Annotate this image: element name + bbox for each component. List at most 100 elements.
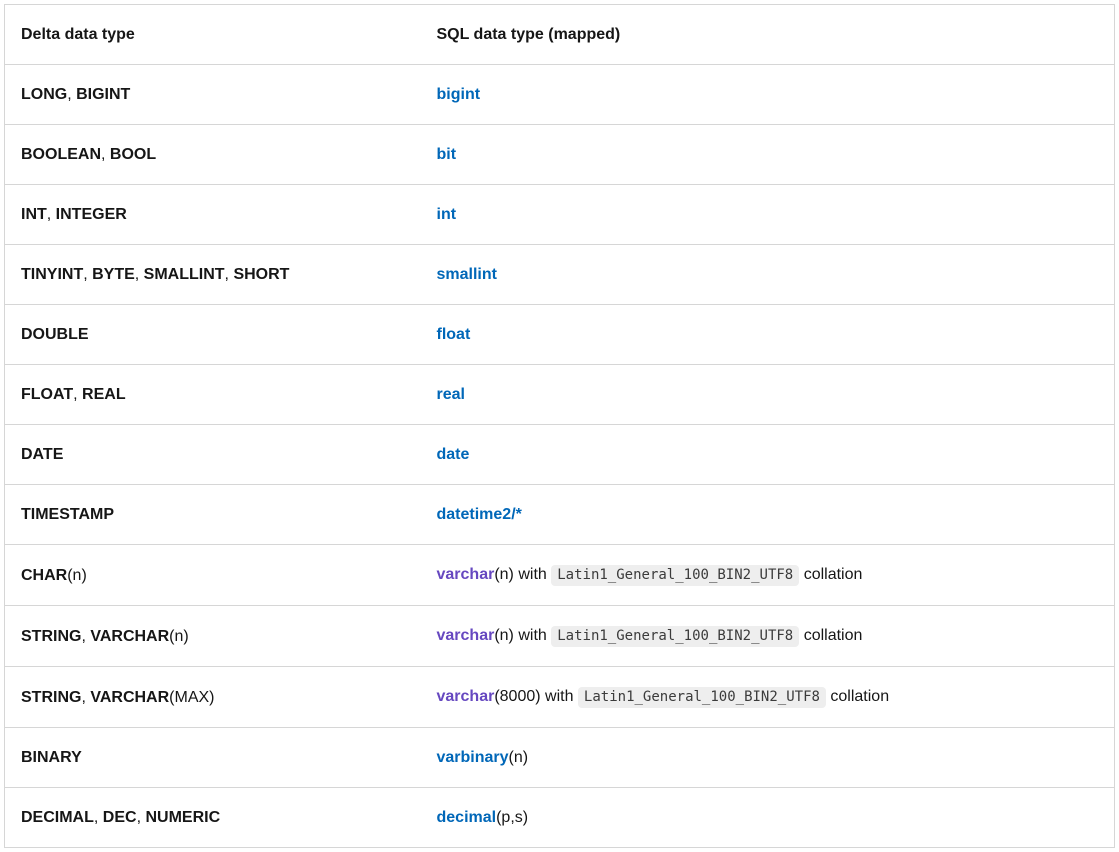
sql-type-link-visited[interactable]: varchar [436, 688, 495, 705]
table-row: LONG, BIGINT bigint [4, 64, 1115, 125]
cell-text: collation [825, 688, 890, 705]
sql-type-link-visited[interactable]: varchar [436, 627, 495, 644]
table-header: Delta data type SQL data type (mapped) [4, 4, 1115, 65]
cell-text: collation [799, 627, 863, 644]
delta-type-name: BINARY [21, 749, 82, 766]
cell-text: (n) [508, 749, 529, 766]
delta-type-name: CHAR [21, 566, 68, 584]
sql-data-type-cell: real [420, 364, 1115, 425]
table-row: CHAR(n)varchar(n) with Latin1_General_10… [4, 544, 1115, 606]
sql-data-type-cell: date [420, 424, 1115, 485]
delta-data-type-cell: STRING, VARCHAR(MAX) [4, 666, 421, 728]
header-row: Delta data type SQL data type (mapped) [4, 4, 1115, 65]
delta-data-type-cell: BOOLEAN, BOOL [4, 124, 421, 185]
cell-text: (n) with [494, 566, 552, 583]
sql-type-link[interactable]: datetime2/* [436, 506, 522, 523]
cell-text: , [81, 627, 91, 645]
sql-type-link[interactable]: bit [436, 146, 457, 163]
collation-code: Latin1_General_100_BIN2_UTF8 [551, 565, 800, 586]
collation-code: Latin1_General_100_BIN2_UTF8 [551, 626, 800, 647]
sql-data-type-cell: smallint [420, 244, 1115, 305]
delta-type-name: SHORT [233, 266, 290, 283]
delta-type-name: BOOL [109, 146, 157, 163]
delta-data-type-cell: TIMESTAMP [4, 484, 421, 545]
cell-text: (n) [169, 627, 189, 645]
cell-text: , [93, 809, 103, 826]
sql-data-type-cell: varchar(n) with Latin1_General_100_BIN2_… [420, 605, 1115, 667]
delta-type-name: INT [21, 206, 47, 223]
delta-data-type-cell: TINYINT, BYTE, SMALLINT, SHORT [4, 244, 421, 305]
column-header-delta-data-type: Delta data type [4, 4, 421, 65]
sql-data-type-cell: bigint [420, 64, 1115, 125]
sql-type-link[interactable]: smallint [436, 266, 497, 283]
delta-type-name: VARCHAR [90, 627, 170, 645]
cell-text: (n) [67, 566, 87, 584]
cell-text: (n) with [494, 627, 552, 644]
sql-data-type-cell: float [420, 304, 1115, 365]
cell-text: collation [799, 566, 863, 583]
delta-data-type-cell: LONG, BIGINT [4, 64, 421, 125]
cell-text: , [81, 688, 91, 706]
table-row: FLOAT, REAL real [4, 364, 1115, 425]
cell-text: , [224, 266, 234, 283]
sql-data-type-cell: varchar(8000) with Latin1_General_100_BI… [420, 666, 1115, 728]
delta-data-type-cell: DOUBLE [4, 304, 421, 365]
sql-data-type-cell: decimal(p,s) [420, 787, 1115, 848]
sql-type-link[interactable]: bigint [436, 86, 481, 103]
cell-text: , [73, 386, 83, 403]
delta-type-name: LONG [21, 86, 68, 103]
table-row: STRING, VARCHAR(MAX)varchar(8000) with L… [4, 666, 1115, 728]
sql-data-type-cell: bit [420, 124, 1115, 185]
sql-type-link-visited[interactable]: varchar [436, 566, 495, 583]
delta-type-name: STRING [21, 688, 82, 706]
cell-text: (8000) with [494, 688, 578, 705]
delta-data-type-cell: CHAR(n) [4, 544, 421, 606]
table-row: DOUBLE float [4, 304, 1115, 365]
cell-text: , [101, 146, 110, 163]
delta-type-name: DEC [102, 809, 137, 826]
table-row: TINYINT, BYTE, SMALLINT, SHORT smallint [4, 244, 1115, 305]
delta-type-name: STRING [21, 627, 82, 645]
delta-type-name: DECIMAL [21, 809, 94, 826]
delta-type-name: DATE [21, 446, 64, 463]
table-row: DATE date [4, 424, 1115, 485]
delta-type-name: BOOLEAN [21, 146, 101, 163]
sql-data-type-cell: varchar(n) with Latin1_General_100_BIN2_… [420, 544, 1115, 606]
sql-type-link[interactable]: real [436, 386, 465, 403]
delta-type-name: VARCHAR [90, 688, 170, 706]
delta-type-name: BIGINT [76, 86, 131, 103]
delta-type-name: TIMESTAMP [21, 506, 115, 523]
sql-type-link[interactable]: float [436, 326, 471, 343]
delta-type-name: SMALLINT [143, 266, 225, 283]
sql-data-type-cell: int [420, 184, 1115, 245]
table-row: STRING, VARCHAR(n)varchar(n) with Latin1… [4, 605, 1115, 667]
delta-type-name: NUMERIC [145, 809, 221, 826]
table-row: BINARY varbinary(n) [4, 727, 1115, 788]
sql-type-link[interactable]: date [436, 446, 470, 463]
delta-type-name: BYTE [92, 266, 135, 283]
delta-data-type-cell: FLOAT, REAL [4, 364, 421, 425]
sql-data-type-cell: varbinary(n) [420, 727, 1115, 788]
delta-data-type-cell: DECIMAL, DEC, NUMERIC [4, 787, 421, 848]
cell-text: , [67, 86, 77, 103]
delta-data-type-cell: INT, INTEGER [4, 184, 421, 245]
delta-type-name: FLOAT [21, 386, 74, 403]
sql-type-link[interactable]: int [436, 206, 457, 223]
cell-text: , [46, 206, 56, 223]
sql-type-link[interactable]: varbinary [436, 749, 509, 766]
collation-code: Latin1_General_100_BIN2_UTF8 [577, 687, 826, 708]
delta-type-name: TINYINT [21, 266, 84, 283]
sql-type-link[interactable]: decimal [436, 809, 497, 826]
cell-text: (p,s) [496, 809, 529, 826]
cell-text: , [134, 266, 144, 283]
delta-data-type-cell: STRING, VARCHAR(n) [4, 605, 421, 667]
cell-text: (MAX) [169, 688, 215, 706]
table-row: INT, INTEGER int [4, 184, 1115, 245]
delta-data-type-cell: DATE [4, 424, 421, 485]
table-row: BOOLEAN, BOOL bit [4, 124, 1115, 185]
sql-data-type-cell: datetime2/* [420, 484, 1115, 545]
cell-text: , [83, 266, 93, 283]
column-header-sql-data-type: SQL data type (mapped) [420, 4, 1115, 65]
